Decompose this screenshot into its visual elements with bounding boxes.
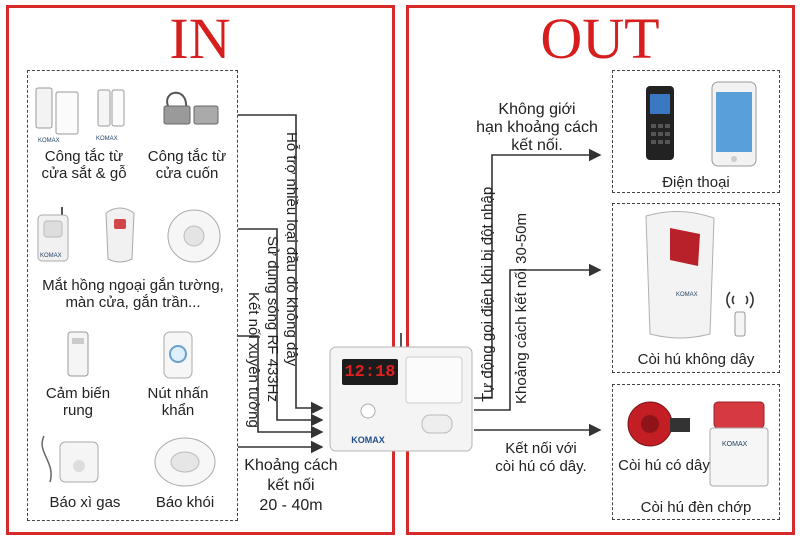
- gas-detector-icon: [41, 435, 99, 483]
- pir-ceiling-icon: [167, 209, 221, 263]
- contact-roll-label: Công tắc từ cửa cuốn: [147, 148, 227, 182]
- wireless-siren-icon: KOMAX: [645, 210, 715, 339]
- alarm-control-panel: [329, 333, 473, 452]
- svg-text:KOMAX: KOMAX: [38, 138, 60, 144]
- door-contact-2-icon: KOMAX: [96, 89, 125, 142]
- strobe-siren-label: Còi hú đèn chớp: [640, 499, 752, 516]
- smartphone-icon: [711, 81, 757, 167]
- svg-text:KOMAX: KOMAX: [40, 253, 62, 259]
- panel-display: 12:18: [344, 363, 396, 382]
- panel-brand: KOMAX: [351, 435, 385, 445]
- strobe-siren-icon: KOMAX: [709, 401, 769, 487]
- svg-text:KOMAX: KOMAX: [96, 136, 118, 142]
- smoke-label: Báo khói: [155, 494, 215, 511]
- panic-label: Nút nhấn khẩn: [147, 385, 209, 419]
- smoke-detector-icon: [154, 437, 216, 487]
- wired-siren-label: Còi hú có dây: [618, 457, 710, 474]
- out-heading: OUT: [540, 6, 660, 71]
- wired-siren-icon: [627, 401, 690, 447]
- wired-connection-label: Kết nối với còi hú có dây.: [495, 440, 587, 475]
- wire-label-multi: Hỗ trợ nhiều loại đầu dò không dây: [283, 132, 300, 367]
- panic-button-icon: [163, 331, 193, 379]
- pir-label: Mắt hồng ngoại gắn tường, màn cửa, gắn t…: [42, 277, 224, 311]
- feature-phone-icon: [646, 86, 674, 160]
- door-contact-icon: KOMAX: [35, 87, 79, 144]
- siren-distance-label: Khoảng cách kết nối 30-50m: [513, 213, 530, 404]
- wire-label-rf: Sử dụng sóng RF 433Hz: [264, 236, 281, 402]
- in-heading: IN: [169, 6, 231, 71]
- out-panel: [406, 5, 795, 535]
- vibration-label: Cảm biến rung: [45, 385, 111, 419]
- svg-text:KOMAX: KOMAX: [676, 292, 698, 298]
- wire-label-through-wall: Kết nối xuyên tường: [245, 292, 262, 428]
- vibration-sensor-icon: [67, 331, 89, 377]
- wireless-signal-icon: [726, 291, 754, 337]
- unlimited-range-label: Không giới hạn khoảng cách kết nối.: [476, 101, 598, 154]
- wire-label-distance: Khoảng cách kết nối 20 - 40m: [244, 457, 338, 514]
- rolling-door-contact-icon: [163, 91, 219, 125]
- phone-label: Điện thoại: [662, 174, 730, 191]
- auto-call-label: Tự động gọi điện khi bị đột nhập: [479, 186, 496, 402]
- wireless-siren-label: Còi hú không dây: [637, 351, 755, 368]
- contact-wood-label: Công tắc từ cửa sắt & gỗ: [41, 148, 127, 182]
- svg-text:KOMAX: KOMAX: [722, 441, 748, 448]
- pir-wall-icon: KOMAX: [37, 207, 69, 262]
- in-panel: [6, 5, 395, 535]
- pir-curtain-icon: [105, 207, 135, 263]
- gas-label: Báo xì gas: [49, 494, 121, 511]
